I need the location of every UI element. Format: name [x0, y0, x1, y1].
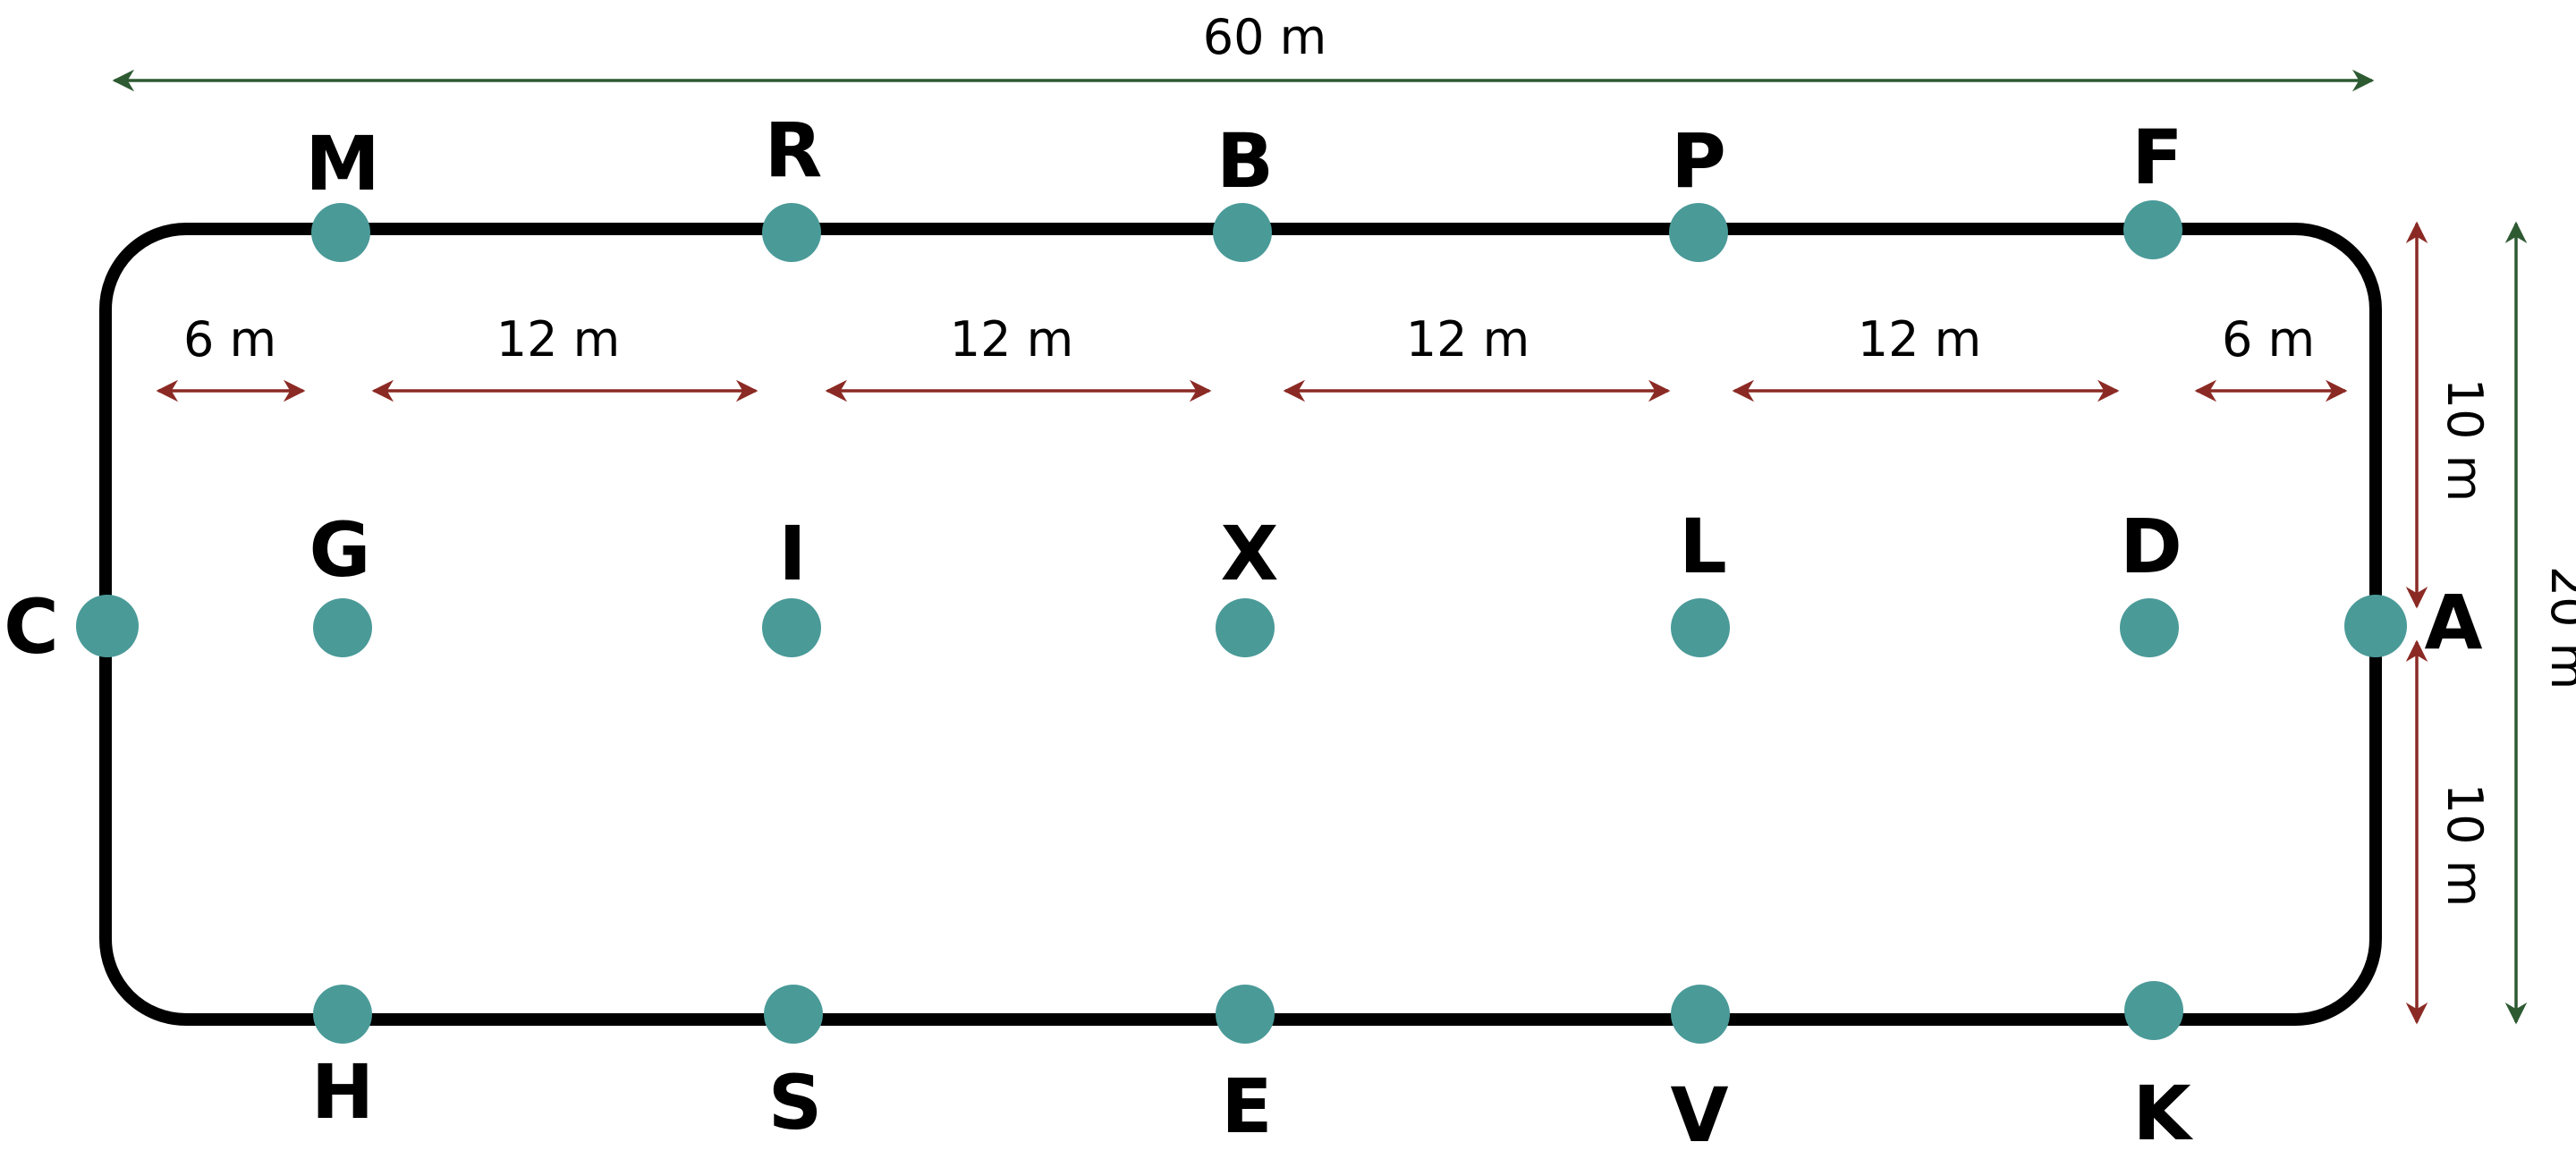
marker-letter-f: F: [2131, 114, 2182, 201]
marker-dot-b: [1213, 203, 1272, 262]
marker-dot-v: [1671, 985, 1730, 1044]
spacing-label: 6 m: [183, 311, 276, 368]
marker-dot-p: [1669, 203, 1728, 262]
marker-dot-r: [762, 203, 821, 262]
arena-width-label: 20 m: [2540, 566, 2576, 689]
top-markers: M R B P F: [305, 106, 2183, 262]
marker-letter-b: B: [1216, 117, 1274, 205]
marker-dot-h: [313, 985, 372, 1044]
marker-letter-d: D: [2120, 503, 2182, 590]
marker-letter-s: S: [768, 1059, 823, 1146]
marker-dot-a: [2344, 595, 2407, 657]
spacing-label: 6 m: [2222, 311, 2315, 368]
spacing-label: 12 m: [1406, 311, 1530, 368]
half-width-label-lower: 10 m: [2436, 783, 2493, 907]
marker-letter-p: P: [1671, 117, 1726, 205]
marker-letter-r: R: [765, 106, 823, 194]
marker-letter-l: L: [1679, 503, 1727, 590]
marker-dot-c: [76, 595, 139, 657]
marker-dot-d: [2120, 598, 2179, 657]
end-markers: C A: [4, 579, 2482, 671]
arena-length-label: 60 m: [1203, 9, 1326, 65]
spacing-label: 12 m: [1858, 311, 1981, 368]
marker-letter-g: G: [309, 506, 371, 594]
marker-letter-c: C: [4, 583, 59, 671]
marker-letter-k: K: [2132, 1070, 2193, 1157]
spacing-label: 12 m: [496, 311, 620, 368]
spacing-label: 12 m: [950, 311, 1073, 368]
marker-letter-i: I: [778, 510, 806, 597]
marker-dot-s: [764, 985, 823, 1044]
marker-dot-e: [1216, 985, 1275, 1044]
marker-letter-x: X: [1221, 510, 1279, 597]
marker-dot-x: [1216, 598, 1275, 657]
marker-letter-v: V: [1670, 1071, 1728, 1159]
bottom-markers: H S E V K: [311, 981, 2193, 1159]
marker-dot-f: [2123, 200, 2182, 259]
marker-spacing-labels: 6 m 12 m 12 m 12 m 12 m 6 m: [183, 311, 2315, 368]
marker-letter-h: H: [311, 1048, 374, 1136]
half-width-label-upper: 10 m: [2436, 378, 2493, 502]
marker-letter-e: E: [1221, 1062, 1272, 1150]
marker-dot-m: [311, 203, 370, 262]
center-line-markers: G I X L D: [309, 503, 2182, 657]
marker-dot-g: [313, 598, 372, 657]
marker-dot-l: [1671, 598, 1730, 657]
marker-dot-k: [2124, 981, 2183, 1040]
marker-letter-a: A: [2424, 579, 2482, 666]
marker-dot-i: [762, 598, 821, 657]
marker-letter-m: M: [305, 120, 380, 207]
